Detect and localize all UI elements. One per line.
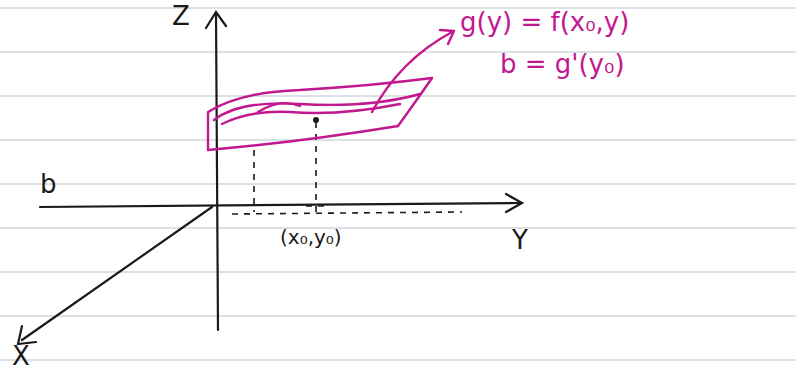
axis-value: b [40,170,57,199]
axes [18,12,522,344]
surface [208,30,454,150]
notebook-lines [0,8,796,360]
derivative-label: b = g'(y₀) [500,50,625,79]
projection-dashes [232,122,462,218]
axis-label: Y [512,226,528,255]
point [313,117,319,123]
function-label: g(y) = f(x₀,y) [460,8,629,37]
point-label: (x₀,y₀) [280,226,342,248]
axis-label: X [12,342,30,371]
axis-label: Z [172,2,190,31]
